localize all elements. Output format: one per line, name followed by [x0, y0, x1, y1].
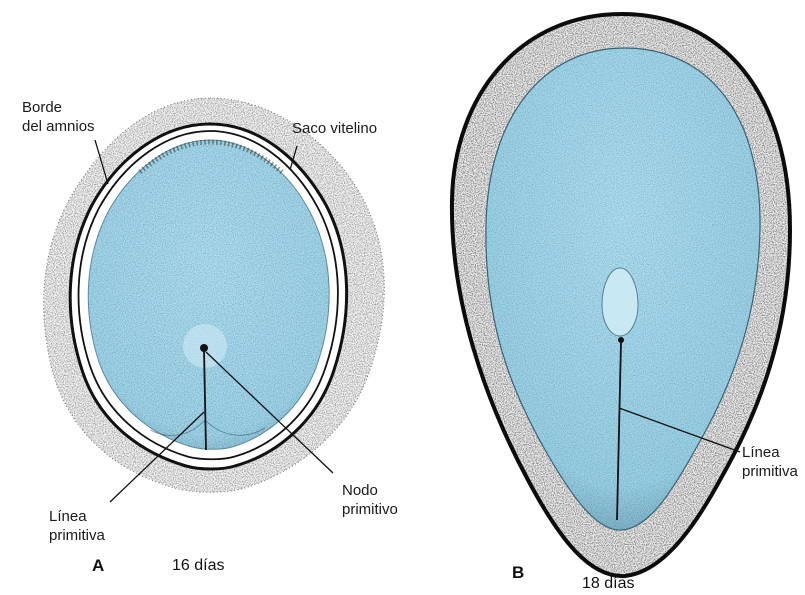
label-primitive-node-line2: primitivo: [342, 501, 398, 519]
age-label-b: 18 días: [582, 575, 634, 593]
label-primitive-node-line1: Nodo: [342, 482, 378, 500]
label-primitive-line-a-line2: primitiva: [49, 527, 105, 545]
panel-letter-b: B: [512, 563, 524, 583]
age-label-a: 16 días: [172, 557, 224, 575]
label-primitive-line-a-line1: Línea: [49, 508, 87, 526]
notochordal-process-b: [602, 268, 638, 336]
label-amnion-edge-line2: del amnios: [22, 118, 95, 136]
label-primitive-line-b-line1: Línea: [742, 444, 780, 462]
panel-b-drawing: [452, 14, 790, 576]
label-yolk-sac: Saco vitelino: [292, 120, 377, 138]
panel-letter-a: A: [92, 556, 104, 576]
label-primitive-line-b-line2: primitiva: [742, 463, 798, 481]
panel-a-drawing: [44, 98, 385, 502]
label-amnion-edge-line1: Borde: [22, 99, 62, 117]
